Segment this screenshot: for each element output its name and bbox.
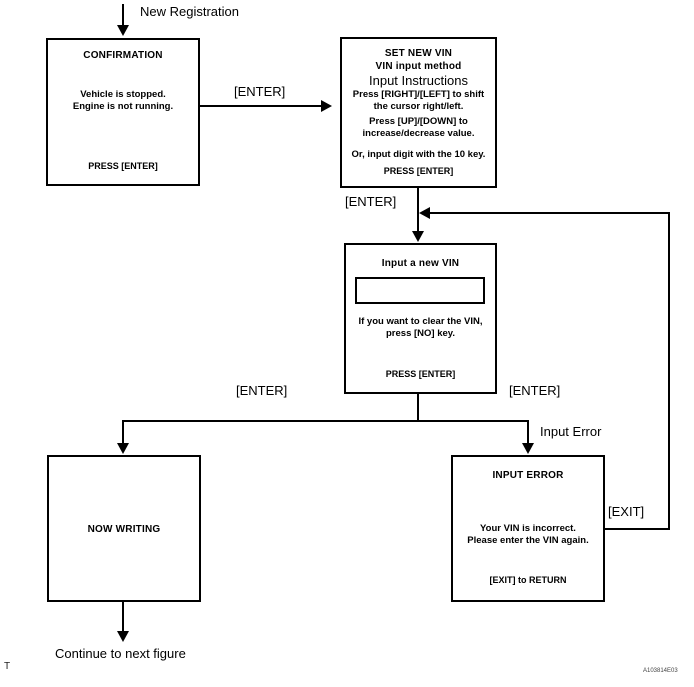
input-new-vin-line-2: press [NO] key. [386, 328, 455, 339]
exit-label: Continue to next figure [55, 646, 186, 661]
inputvin-split-stem [417, 394, 419, 422]
confirmation-line-1: Vehicle is stopped. [80, 89, 166, 100]
set-new-vin-line-5: Or, input digit with the 10 key. [351, 149, 486, 160]
branch-left-line [122, 420, 124, 444]
now-writing-screen-box: NOW WRITING [47, 455, 201, 602]
input-new-vin-title: Input a new VIN [381, 258, 460, 269]
edge-label-input-error: Input Error [540, 424, 602, 439]
exit-return-horizontal-line [605, 528, 670, 530]
input-error-line-1: Your VIN is incorrect. [480, 523, 576, 534]
confirmation-footer: PRESS [ENTER] [88, 161, 158, 171]
entry-arrowhead-icon [117, 25, 129, 36]
figure-id: A103814E03 [643, 668, 678, 674]
inputvin-split-bar [122, 420, 529, 422]
retry-loop-arrowhead-icon [419, 207, 430, 219]
vin-entry-field[interactable] [355, 277, 485, 304]
set-new-vin-screen-box: SET NEW VIN VIN input method Input Instr… [340, 37, 497, 188]
entry-connector-line [122, 4, 124, 26]
set-new-vin-line-4: increase/decrease value. [362, 128, 475, 139]
edge-label-enter-1: [ENTER] [234, 84, 286, 99]
setvin-to-inputvin-line [417, 188, 419, 232]
confirmation-to-setvin-arrowhead-icon [321, 100, 332, 112]
edge-label-exit: [EXIT] [608, 504, 645, 519]
input-new-vin-line-1: If you want to clear the VIN, [358, 316, 483, 327]
confirmation-title: CONFIRMATION [83, 50, 163, 61]
input-error-footer: [EXIT] to RETURN [489, 575, 567, 585]
set-new-vin-title: SET NEW VIN [384, 48, 453, 59]
set-new-vin-line-1: Press [RIGHT]/[LEFT] to shift [352, 89, 485, 100]
now-writing-exit-line [122, 602, 124, 632]
branch-right-arrowhead-icon [522, 443, 534, 454]
edge-label-enter-left: [ENTER] [236, 383, 288, 398]
corner-mark: T [4, 661, 11, 672]
edge-label-enter-right: [ENTER] [509, 383, 561, 398]
input-new-vin-screen-box: Input a new VIN If you want to clear the… [344, 243, 497, 394]
now-writing-exit-arrowhead-icon [117, 631, 129, 642]
entry-label: New Registration [140, 4, 239, 19]
set-new-vin-footer: PRESS [ENTER] [383, 166, 454, 176]
set-new-vin-heading: Input Instructions [369, 73, 468, 88]
confirmation-to-setvin-line [200, 105, 322, 107]
set-new-vin-line-3: Press [UP]/[DOWN] to [369, 116, 468, 127]
input-new-vin-footer: PRESS [ENTER] [385, 369, 456, 379]
setvin-to-inputvin-arrowhead-icon [412, 231, 424, 242]
input-error-line-2: Please enter the VIN again. [467, 535, 589, 546]
input-error-screen-box: INPUT ERROR Your VIN is incorrect. Pleas… [451, 455, 605, 602]
exit-return-vertical-line [668, 212, 670, 530]
now-writing-title: NOW WRITING [87, 524, 161, 535]
retry-loop-horizontal-line [430, 212, 670, 214]
confirmation-screen-box: CONFIRMATION Vehicle is stopped. Engine … [46, 38, 200, 186]
confirmation-line-2: Engine is not running. [72, 101, 174, 112]
branch-left-arrowhead-icon [117, 443, 129, 454]
edge-label-enter-2: [ENTER] [345, 194, 397, 209]
branch-right-line [527, 420, 529, 444]
set-new-vin-subtitle: VIN input method [375, 61, 462, 72]
set-new-vin-line-2: the cursor right/left. [373, 101, 464, 112]
input-error-title: INPUT ERROR [492, 470, 564, 481]
